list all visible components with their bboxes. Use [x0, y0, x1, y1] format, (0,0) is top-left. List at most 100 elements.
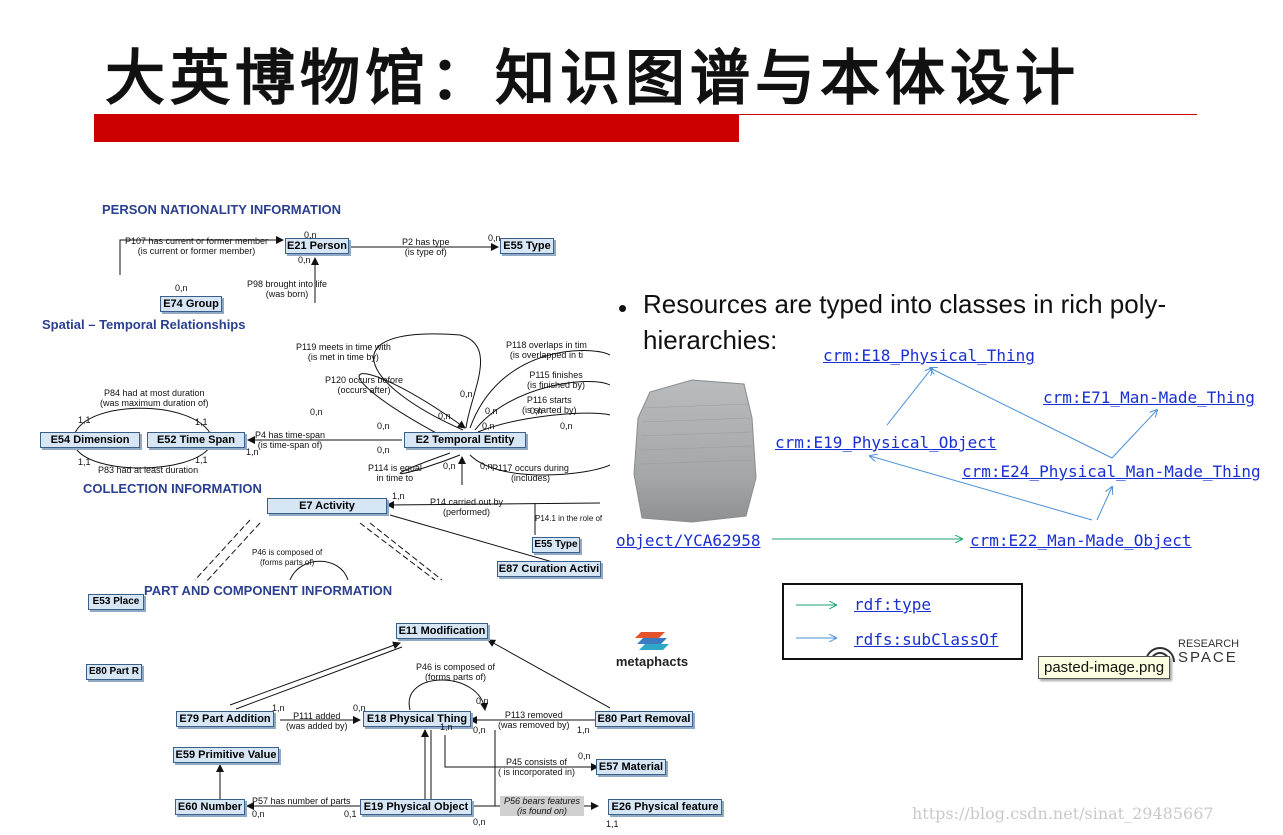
card-0-1: 0,1 [344, 809, 357, 819]
card-1-1: 1,1 [78, 457, 91, 467]
label-p56: P56 bears features(is found on) [500, 796, 585, 816]
card-0n: 0,n [252, 809, 265, 819]
box-e2-temporal-entity: E2 Temporal Entity [404, 432, 526, 448]
box-e19-physical-object: E19 Physical Object [360, 799, 472, 815]
box-e87-curation-activity: E87 Curation Activi [497, 561, 601, 577]
card-0n: 0,n [298, 255, 311, 265]
rosetta-stone-image [633, 379, 757, 523]
bullet: • [618, 293, 628, 323]
label-p98: P98 brought into life(was born) [247, 279, 328, 299]
box-e74-group: E74 Group [160, 296, 222, 312]
label-p46-activity: P46 is composed of(forms parts of) [252, 548, 323, 567]
researchspace-logo-text-bottom: SPACE [1178, 649, 1238, 666]
section-person-nationality: PERSON NATIONALITY INFORMATION [102, 202, 342, 217]
card-0n: 0,n [460, 389, 473, 399]
label-p119: P119 meets in time with(is met in time b… [296, 342, 391, 362]
card-0n: 0,n [438, 411, 451, 421]
box-e53-place: E53 Place [88, 594, 144, 610]
box-e26-physical-feature: E26 Physical feature [608, 799, 722, 815]
label-p84: P84 had at most duration(was maximum dur… [100, 388, 209, 408]
label-p117: P117 occurs during(includes) [492, 463, 569, 483]
card-0n: 0,n [530, 406, 543, 416]
card-1n: 1,n [246, 447, 259, 457]
label-p14: P14 carried out by(performed) [430, 497, 504, 517]
box-e52-time-span: E52 Time Span [147, 432, 245, 448]
section-collection: COLLECTION INFORMATION [83, 481, 262, 496]
metaphacts-logo-text: metaphacts [615, 654, 689, 669]
card-1n: 1,n [392, 491, 405, 501]
label-p83: P83 had at least duration [98, 465, 199, 475]
box-e55-type-2: E55 Type [532, 537, 580, 553]
metaphacts-logo: metaphacts [602, 628, 702, 669]
watermark-url: https://blog.csdn.net/sinat_29485667 [912, 804, 1214, 823]
card-0n: 0,n [476, 696, 489, 706]
box-e54-dimension: E54 Dimension [40, 432, 140, 448]
label-p14-1: P14.1 in the role of [535, 514, 603, 523]
card-0n: 0,n [578, 751, 591, 761]
card-1n: 1,n [272, 703, 285, 713]
label-p111: P111 added(was added by) [286, 711, 348, 731]
slide-title: 大英博物馆：知识图谱与本体设计 [105, 44, 1080, 114]
card-0n: 0,n [443, 461, 456, 471]
card-0n: 0,n [377, 445, 390, 455]
label-p46-thing: P46 is composed of(forms parts of) [416, 662, 496, 682]
label-p107: P107 has current or former member(is cur… [125, 236, 269, 256]
link-crm-e19[interactable]: crm:E19_Physical_Object [775, 433, 997, 452]
card-1-1: 1,1 [195, 455, 208, 465]
box-e80-part-removal-clipped: E80 Part R [86, 664, 142, 680]
box-e57-material: E57 Material [596, 759, 666, 775]
link-object[interactable]: object/YCA62958 [616, 531, 761, 550]
legend-rdfs-subclassof[interactable]: rdfs:subClassOf [854, 630, 999, 649]
card-1n: 1,n [577, 725, 590, 735]
box-e7-activity: E7 Activity [267, 498, 387, 514]
image-tooltip: pasted-image.png [1038, 656, 1171, 679]
link-crm-e24[interactable]: crm:E24_Physical_Man-Made_Thing [962, 462, 1261, 481]
researchspace-logo: RESEARCH SPACE [1142, 630, 1262, 670]
link-crm-e71[interactable]: crm:E71_Man-Made_Thing [1043, 388, 1255, 407]
label-p113: P113 removed(was removed by) [498, 710, 570, 730]
bullet-text: Resources are typed into classes in rich… [643, 289, 1167, 355]
box-e11-modification: E11 Modification [396, 623, 488, 639]
title-red-bar [94, 114, 739, 142]
legend-arrows [796, 585, 852, 655]
card-0n: 0,n [353, 703, 366, 713]
box-e80-part-removal: E80 Part Removal [595, 711, 693, 727]
label-p45: P45 consists of( is incorporated in) [498, 757, 576, 777]
section-spatial-temporal: Spatial – Temporal Relationships [42, 317, 246, 332]
label-p4: P4 has time-span(is time-span of) [255, 430, 326, 450]
card-1-1: 1,1 [78, 415, 91, 425]
cidoc-crm-diagram: PERSON NATIONALITY INFORMATION Spatial –… [30, 185, 722, 830]
label-p118: P118 overlaps in tim(is overlapped in ti [506, 340, 587, 360]
box-e55-type: E55 Type [500, 238, 554, 254]
legend-rdf-type[interactable]: rdf:type [854, 595, 932, 614]
card-1n: 1,n [440, 722, 453, 732]
metaphacts-logo-icon [635, 632, 669, 650]
label-p57: P57 has number of parts [252, 796, 351, 806]
label-p116: P116 starts(is started by) [522, 395, 577, 415]
link-crm-e22[interactable]: crm:E22_Man-Made_Object [970, 531, 1192, 550]
card-0n: 0,n [488, 233, 501, 243]
label-p115: P115 finishes(is finished by) [527, 370, 586, 390]
card-0n: 0,n [304, 230, 317, 240]
link-crm-e18[interactable]: crm:E18_Physical_Thing [823, 346, 1035, 365]
researchspace-panel: • Resources are typed into classes in ri… [612, 280, 1272, 700]
title-red-line [739, 114, 1197, 115]
box-e79-part-addition: E79 Part Addition [176, 711, 274, 727]
label-p120: P120 occurs before(occurs after) [325, 375, 404, 395]
box-e60-number: E60 Number [175, 799, 245, 815]
card-0n: 0,n [560, 421, 573, 431]
card-0n: 0,n [485, 406, 498, 416]
box-e18-physical-thing: E18 Physical Thing [363, 711, 471, 727]
card-0n: 0,n [473, 725, 486, 735]
card-0n: 0,n [377, 421, 390, 431]
card-1-1: 1,1 [606, 819, 619, 829]
card-0n: 0,n [480, 461, 493, 471]
legend-box: rdf:type rdfs:subClassOf [782, 583, 1023, 660]
card-0n: 0,n [310, 407, 323, 417]
section-part-component: PART AND COMPONENT INFORMATION [144, 583, 393, 598]
card-1-1: 1,1 [195, 417, 208, 427]
card-0n: 0,n [482, 421, 495, 431]
card-0n: 0,n [175, 283, 188, 293]
cidoc-connectors [74, 236, 610, 810]
